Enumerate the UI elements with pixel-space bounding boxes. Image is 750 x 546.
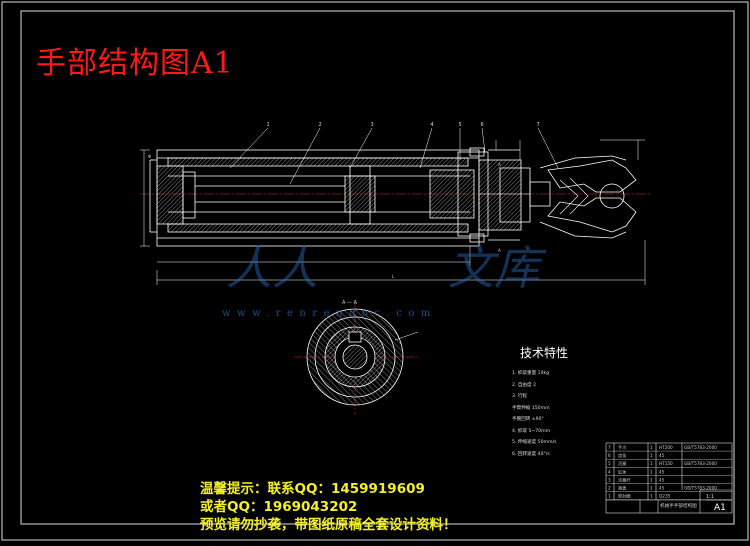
title-block-cell: GB/T5783-2000 [684,486,717,491]
title-block-cell: 密封圈 [618,493,631,500]
title-block-cell: 1 [650,477,653,482]
cylinder-wall-bottom [167,223,469,233]
section-shaft [342,344,368,370]
part-leaders [229,127,559,185]
tech-spec-list: 1. 抓取重量 10kg 2. 自由度 2 3. 行程 手臂伸缩 150mm 手… [512,368,556,460]
title-block-cell: HT150 [659,461,673,466]
main-assembly-view [140,147,650,247]
title-block-cell: 3 [608,477,611,482]
piston [344,175,376,213]
title-block-scale: 1:1 [706,494,715,500]
grip-object [599,183,625,209]
title-block [605,442,733,514]
svg-text:A: A [498,162,501,167]
title-block-cell: 缸体 [618,468,627,475]
part-number-3: 3 [371,122,374,128]
part-number-4: 4 [431,122,434,128]
title-block-cell: 1 [650,469,653,474]
title-block-cell: 1 [650,486,653,491]
title-block-cell: 7 [608,445,611,450]
notice-line-1: 温馨提示：联系QQ：1459919609 [200,481,425,497]
title-block-cell: 活塞杆 [618,476,631,483]
title-block-cell: 1 [608,494,611,499]
section-label: A — A [342,300,358,306]
watermark-url: www.renrendoc.com [222,308,437,319]
title-block-cell: 45 [659,469,665,474]
title-block-cell: 1 [650,494,653,499]
title-block-cell: 1 [650,461,653,466]
part-number-1: 1 [267,122,270,128]
title-block-cell: 5 [608,461,611,466]
title-block-cell: 1 [650,445,653,450]
part-number-7: 7 [537,122,540,128]
title-block-cell: 活塞 [618,460,627,467]
tech-spec-item: 手臂伸缩 150mm [512,405,550,411]
part-number-2: 2 [319,122,322,128]
title-block-cell: HT200 [659,445,673,450]
title-block-cell: 6 [608,453,611,458]
svg-text:Φ: Φ [148,154,151,159]
drawing-title: 手部结构图A1 [36,46,234,81]
title-block-cell: 手爪 [618,444,627,451]
gripper-jaw-top [547,159,637,193]
watermark-text-right: 文库 [448,241,540,295]
title-block-cell: 1 [650,453,653,458]
part-number-6: 6 [481,122,484,128]
tech-spec-item: 4. 抓取 5~70mm [512,428,551,434]
tech-spec-item: 6. 回转速度 40°/s [512,451,550,457]
title-block-cell: 端盖 [618,485,626,492]
tech-spec-item: 手腕回转 ±90° [512,417,544,422]
title-block-cell: 45 [659,486,665,491]
title-block-cell: 45 [659,453,665,458]
svg-text:L: L [392,274,395,279]
title-block-drawing-name: 机械手手部结构图 [660,504,697,509]
notice-line-2: 或者QQ：1969043202 [200,499,358,515]
dimension-lines [140,139,646,285]
right-head [429,169,475,219]
tech-spec-item: 2. 自由度 2 [512,382,537,388]
cylinder-wall-top [167,157,469,167]
tech-spec-item: 5. 伸缩速度 50mm/s [512,440,557,445]
title-block-cell: 4 [608,469,611,474]
tech-spec-item: 3. 行程 [512,394,528,399]
svg-text:A: A [498,248,501,253]
title-block-cell: 2 [608,486,611,491]
watermark-text-left: 人人 [226,241,318,295]
title-block-cell: 45 [659,477,665,482]
part-number-5: 5 [459,122,462,128]
tech-spec-title: 技术特性 [520,346,569,360]
tech-spec-item: 1. 抓取重量 10kg [512,371,550,376]
part-numbers: 1 2 3 4 5 6 7 [267,122,540,128]
notice-line-3: 预览请勿抄袭，带图纸原稿全套设计资料！ [200,517,457,533]
gripper-jaw-bottom [547,197,637,233]
section-view-aa [294,300,420,415]
title-block-cell: GB/T5783-2000 [684,461,717,466]
title-block-cell: GB/T5783-2000 [684,445,717,450]
title-block-cell: 齿条 [618,452,627,459]
left-end-cap [156,165,184,225]
title-block-sheet-size: A1 [714,503,726,513]
inner-frame [20,10,735,525]
title-block-cell: Q235 [659,494,671,499]
